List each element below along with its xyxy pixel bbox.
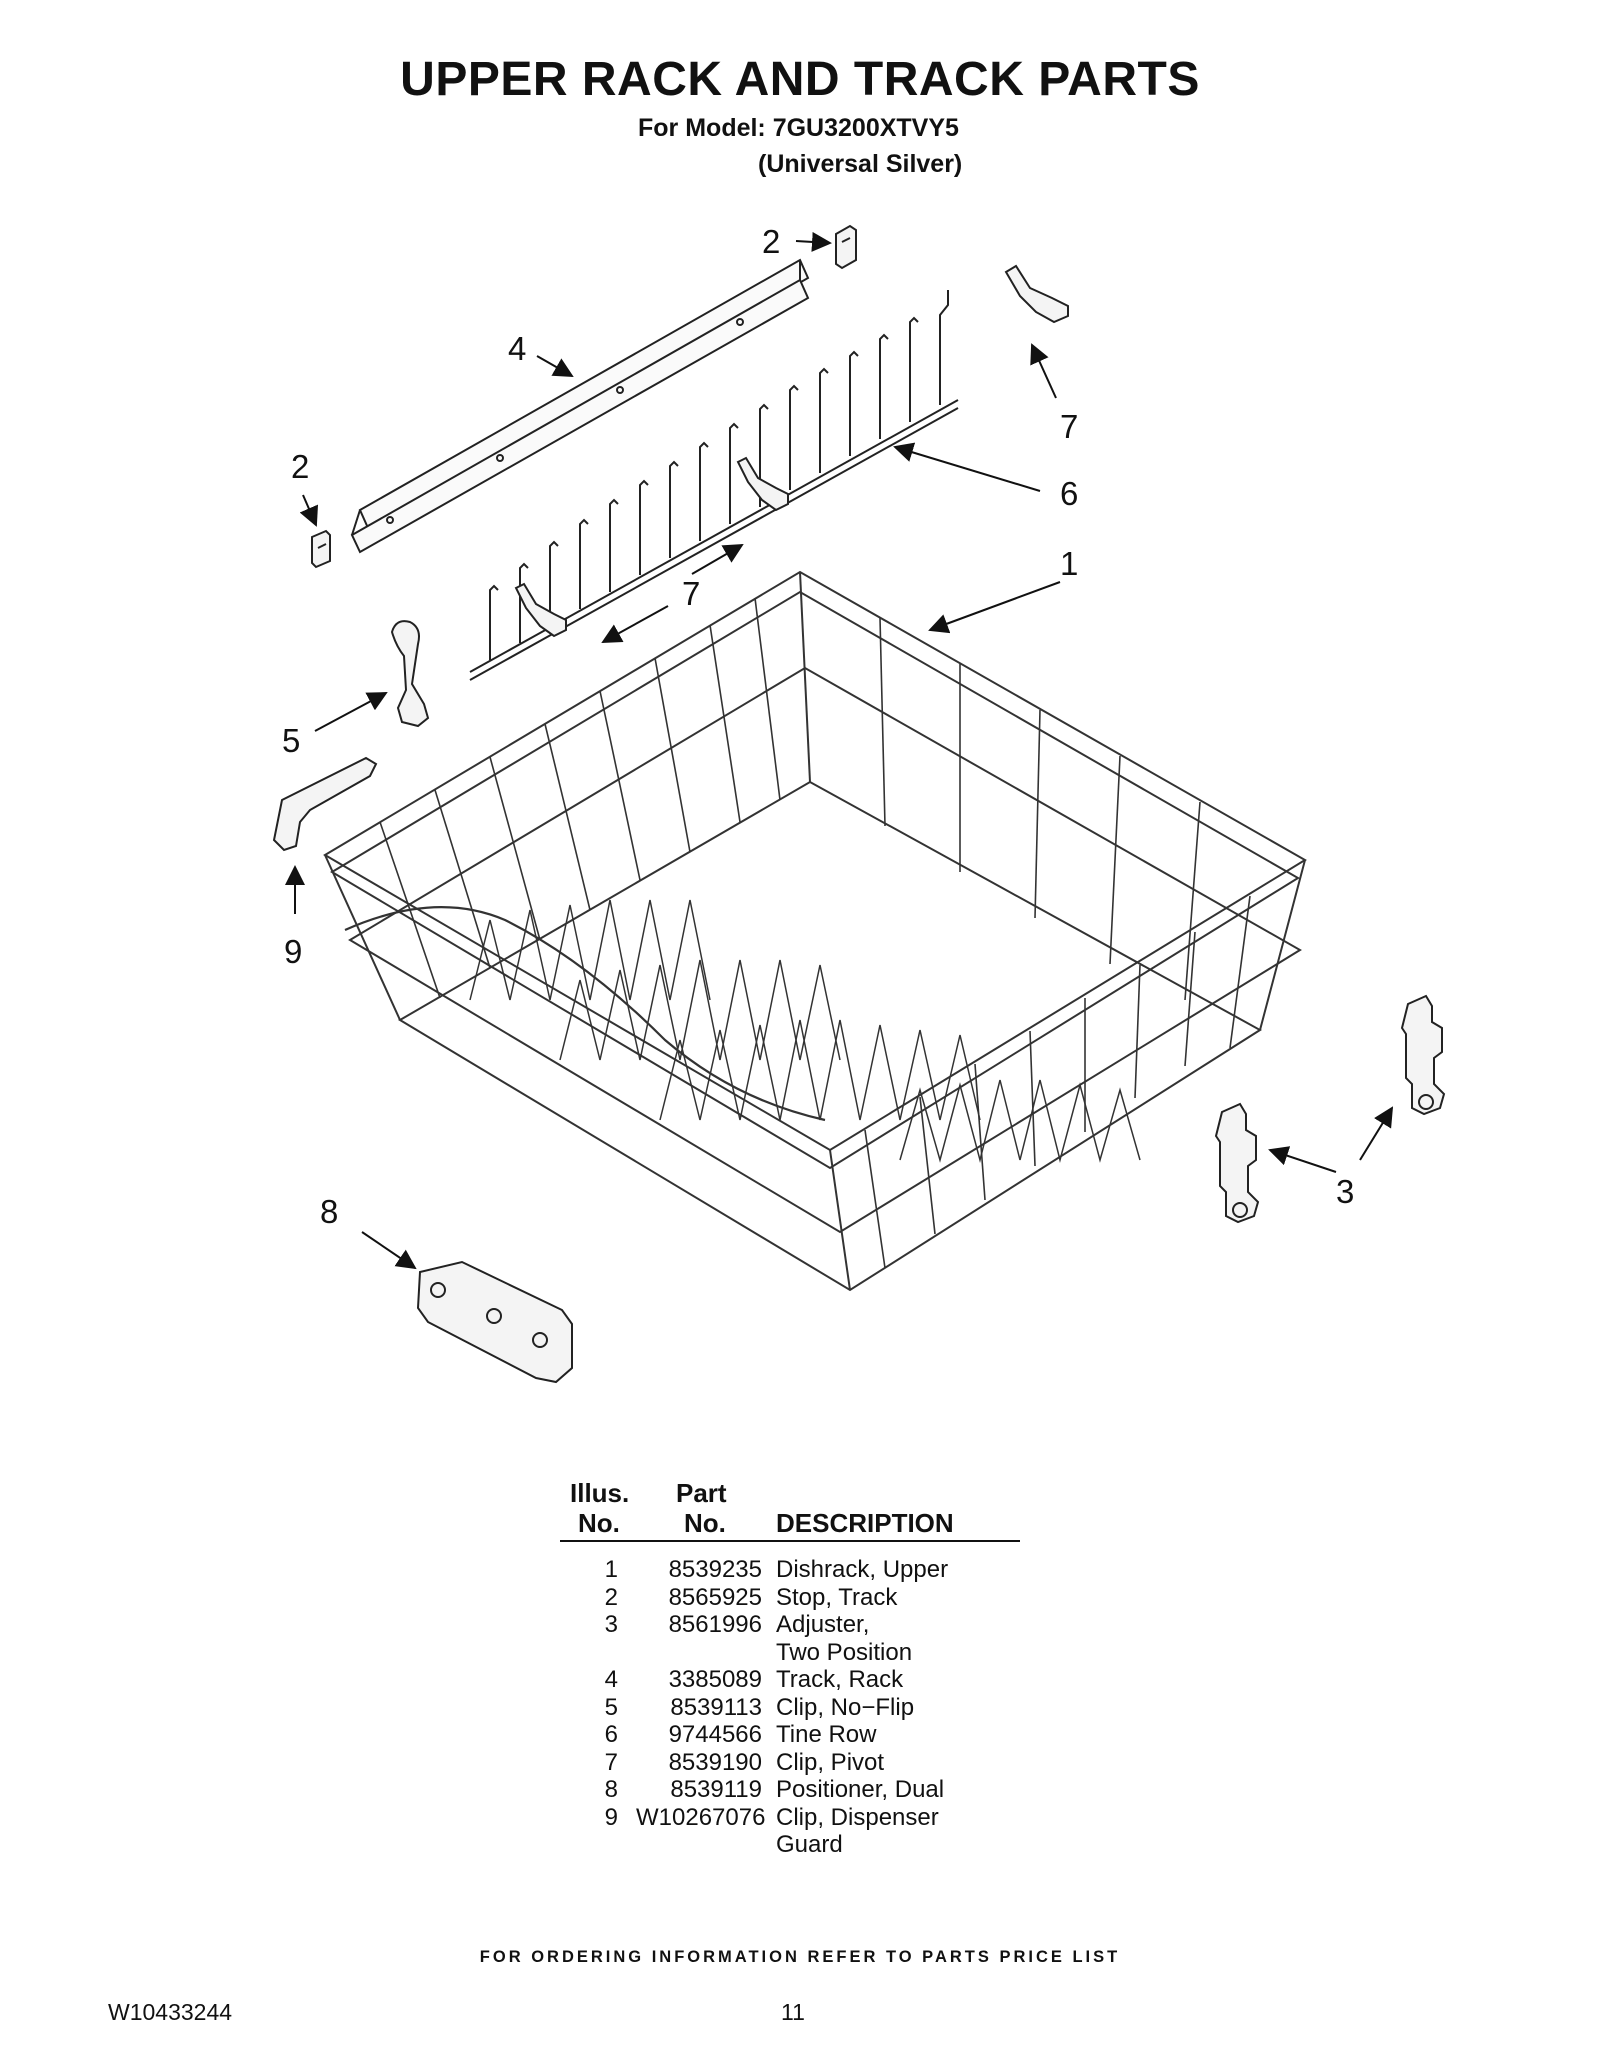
- table-row: 8 8539119 Positioner, Dual: [560, 1776, 1020, 1804]
- callout-label: 6: [1060, 475, 1078, 512]
- table-row: 9 W10267076 Clip, Dispenser: [560, 1804, 1020, 1832]
- callout-label: 3: [1336, 1173, 1354, 1210]
- table-row: Two Position: [560, 1639, 1020, 1667]
- callout-label: 5: [282, 722, 300, 759]
- no-flip-clip-part: [390, 620, 430, 728]
- track-rail-part: [350, 258, 810, 554]
- callout-label: 9: [284, 933, 302, 970]
- variant-line: (Universal Silver): [758, 150, 963, 178]
- part-number: 8539119: [670, 1776, 762, 1803]
- header-part-bottom: No.: [684, 1508, 726, 1538]
- callout-label: 7: [682, 575, 700, 612]
- illus-number: 2: [604, 1583, 618, 1611]
- part-description: Clip, No−Flip: [776, 1693, 915, 1721]
- illus-number: 4: [604, 1666, 618, 1693]
- header-illus-bottom: No.: [578, 1508, 620, 1538]
- part-number: 9744566: [668, 1721, 762, 1748]
- part-description: Tine Row: [776, 1721, 877, 1748]
- document-number: W10433244: [108, 1999, 233, 2025]
- callout-label: 7: [1060, 408, 1078, 445]
- dual-positioner-part: [416, 1260, 573, 1384]
- table-row: 3 8561996 Adjuster,: [560, 1611, 1020, 1639]
- page-title: UPPER RACK AND TRACK PARTS: [400, 53, 1200, 106]
- table-row: 1 8539235 Dishrack, Upper: [560, 1556, 1020, 1584]
- part-description: Clip, Dispenser: [776, 1803, 939, 1831]
- part-description: Guard: [776, 1831, 843, 1858]
- header-part-top: Part: [676, 1478, 727, 1508]
- callout-label: 1: [1060, 545, 1078, 582]
- callout-arrows: [285, 231, 1394, 1270]
- part-number: 8539190: [668, 1748, 762, 1776]
- illus-number: 8: [604, 1776, 618, 1803]
- table-row: 6 9744566 Tine Row: [560, 1721, 1020, 1749]
- part-number: 8565925: [668, 1583, 762, 1611]
- header-illus-top: Illus.: [570, 1478, 630, 1508]
- parts-table-header: Illus. No. Part No. DESCRIPTION: [560, 1478, 1020, 1542]
- illus-number: 6: [604, 1721, 618, 1748]
- callout-label: 2: [762, 223, 780, 260]
- callout-label: 4: [508, 330, 526, 367]
- table-row: 2 8565925 Stop, Track: [560, 1584, 1020, 1612]
- page-number: 11: [781, 1999, 805, 2025]
- adjuster-part: [1214, 994, 1446, 1224]
- callout-label: 2: [291, 448, 309, 485]
- illus-number: 7: [604, 1748, 618, 1776]
- illus-number: 3: [604, 1611, 618, 1638]
- part-number: 8539235: [668, 1556, 762, 1583]
- pivot-clip-part: [514, 264, 1069, 638]
- part-number: 8539113: [670, 1693, 762, 1721]
- part-description: Dishrack, Upper: [776, 1556, 949, 1583]
- parts-table: Illus. No. Part No. DESCRIPTION 1 8539235…: [560, 1478, 1020, 1859]
- illus-number: 9: [604, 1803, 618, 1831]
- exploded-parts-diagram: 2 4 2 7 6 1 7 5 9 3 8: [272, 223, 1446, 1384]
- part-number: W10267076: [636, 1803, 766, 1831]
- table-row: 7 8539190 Clip, Pivot: [560, 1749, 1020, 1777]
- part-description: Two Position: [776, 1638, 913, 1666]
- part-description: Track, Rack: [776, 1666, 904, 1693]
- part-description: Positioner, Dual: [776, 1776, 945, 1803]
- parts-table-body: 1 8539235 Dishrack, Upper 2 8565925 Stop, Tr…: [560, 1556, 1020, 1859]
- illus-number: 1: [604, 1556, 618, 1583]
- part-number: 3385089: [668, 1666, 762, 1693]
- part-number: 8561996: [668, 1611, 762, 1638]
- illus-number: 5: [604, 1693, 618, 1721]
- upper-dishrack-part: [323, 570, 1307, 1292]
- header-description: DESCRIPTION: [776, 1508, 954, 1538]
- callout-label: 8: [320, 1193, 338, 1230]
- table-row: 4 3385089 Track, Rack: [560, 1666, 1020, 1694]
- table-row: Guard: [560, 1831, 1020, 1859]
- dispenser-guard-clip-part: [272, 756, 378, 852]
- table-row: 5 8539113 Clip, No−Flip: [560, 1694, 1020, 1722]
- part-description: Adjuster,: [776, 1611, 870, 1638]
- part-description: Clip, Pivot: [776, 1748, 885, 1776]
- model-line: For Model: 7GU3200XTVY5: [638, 114, 959, 142]
- ordering-note: FOR ORDERING INFORMATION REFER TO PARTS …: [479, 1948, 1121, 1966]
- part-description: Stop, Track: [776, 1583, 898, 1611]
- track-stop-part: [311, 224, 857, 569]
